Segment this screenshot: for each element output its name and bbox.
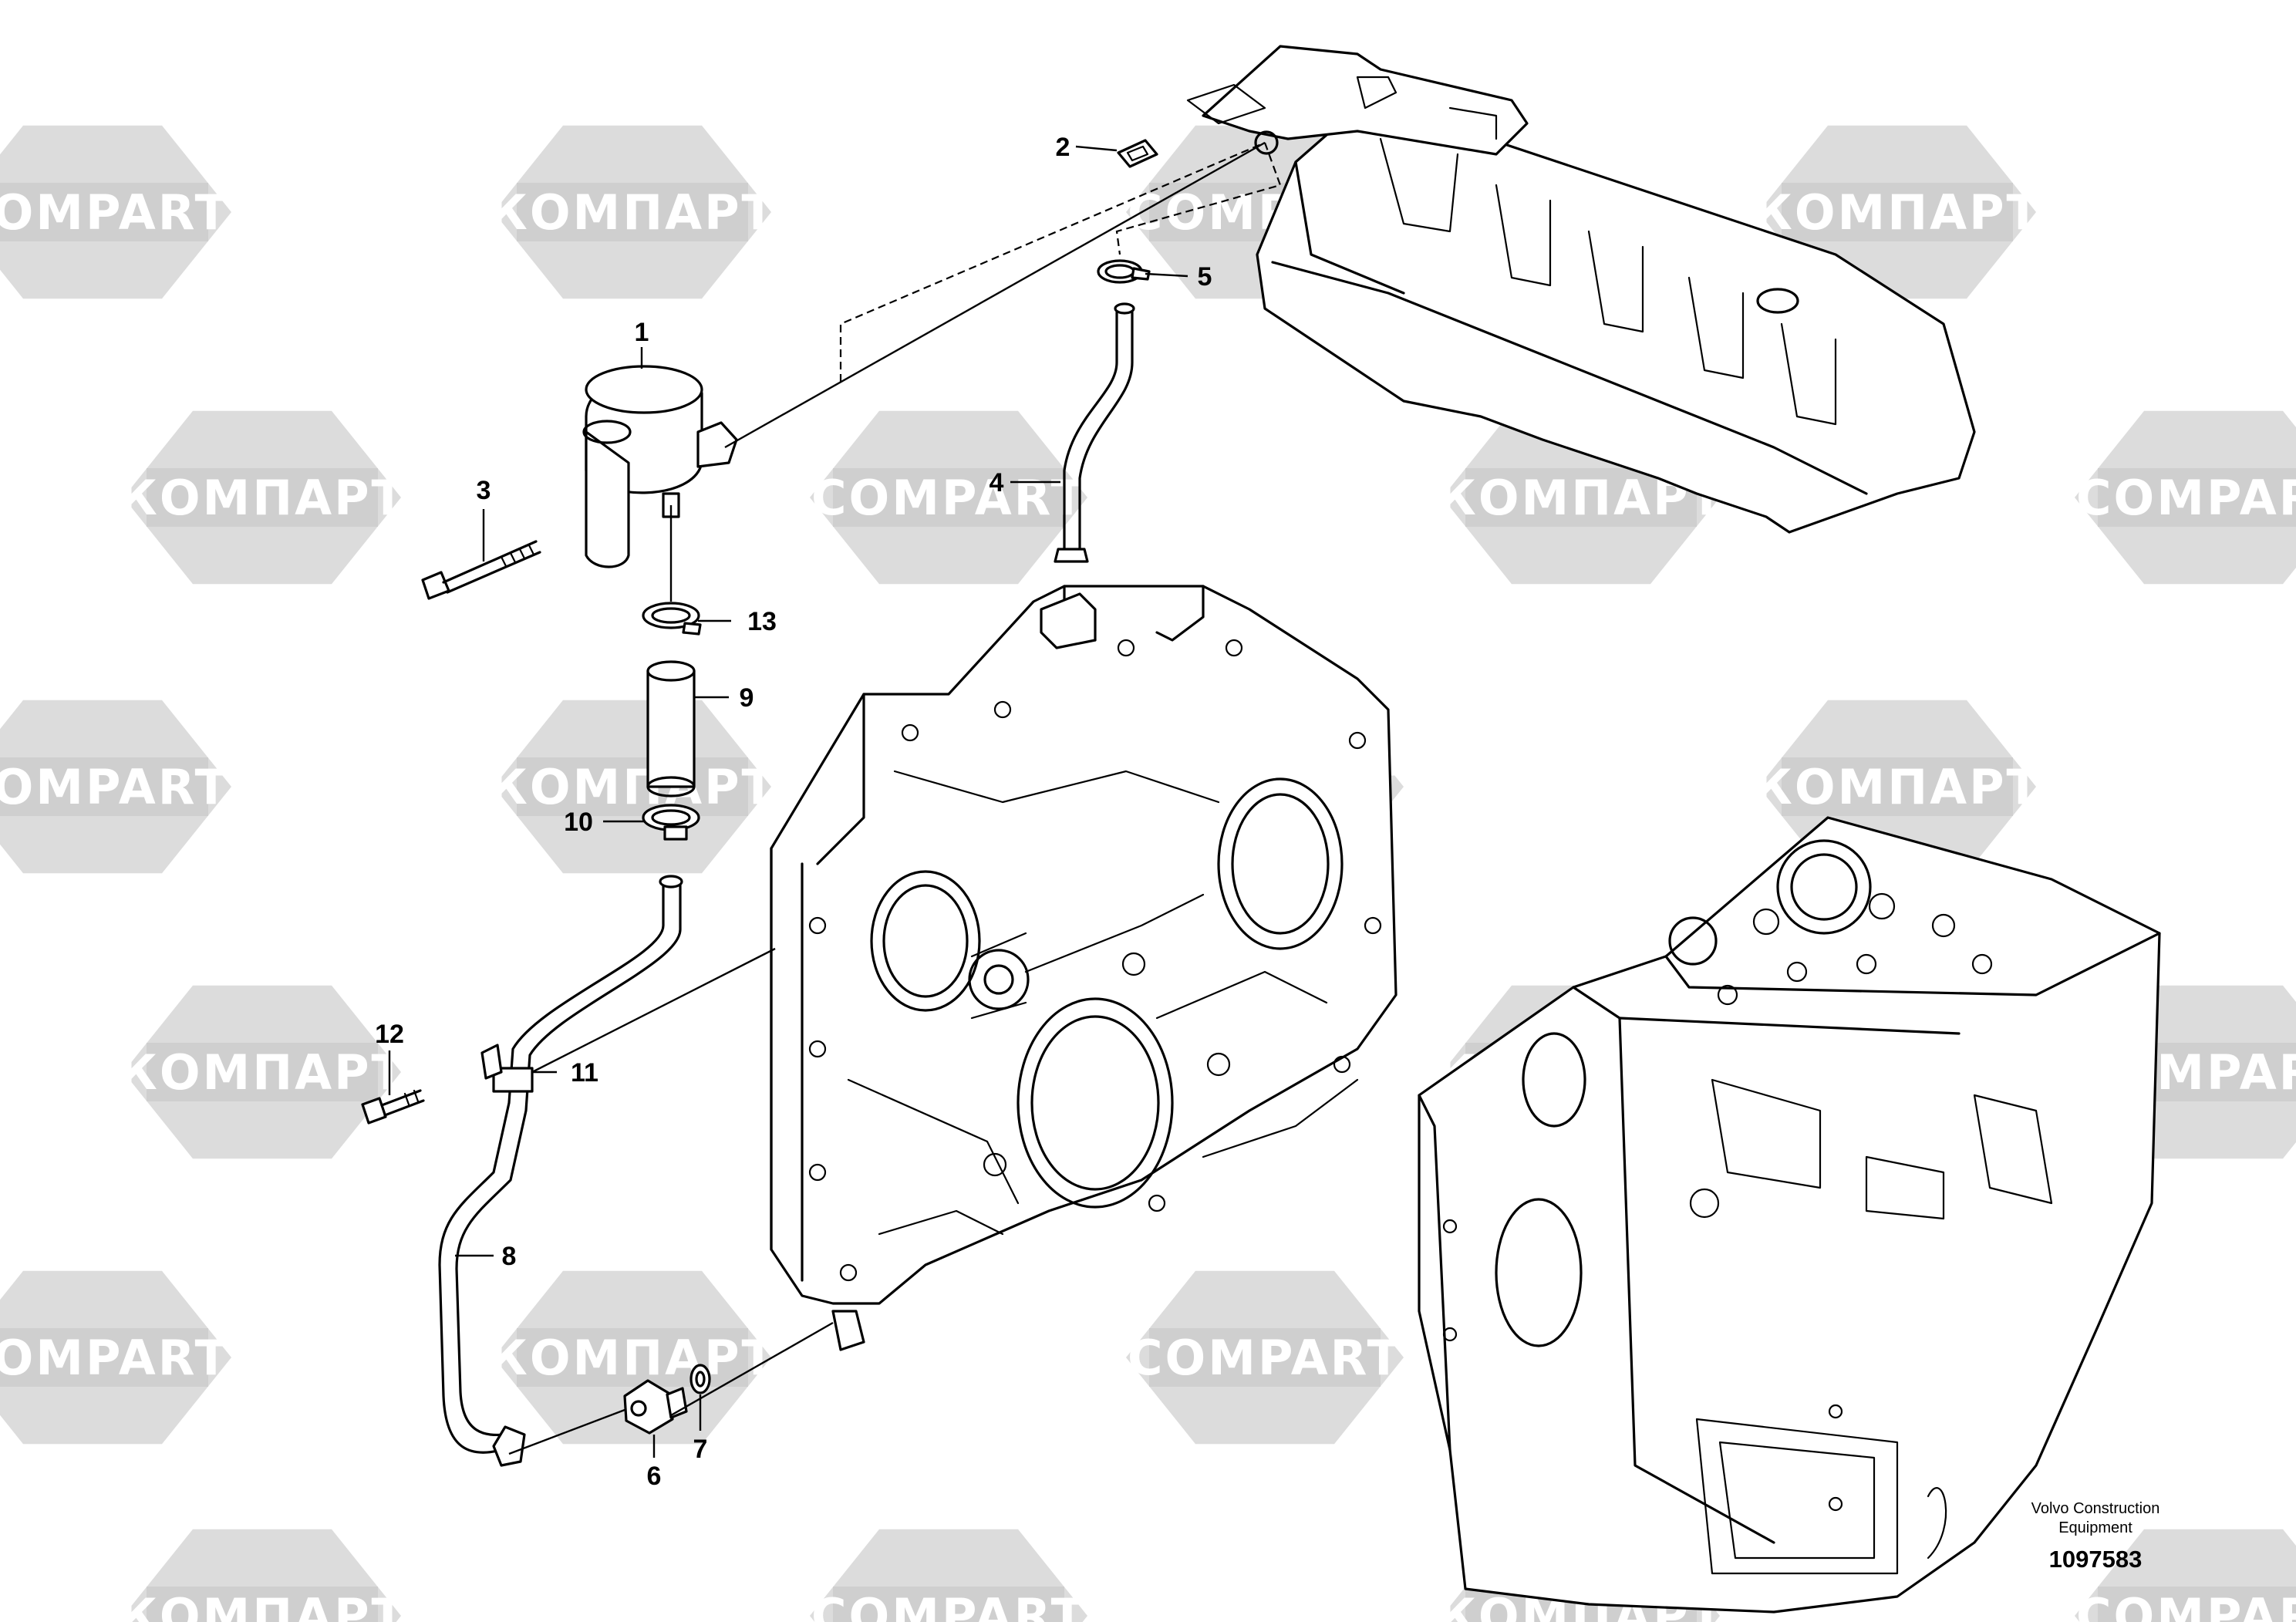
watermark-label: КОМПАРТ (488, 759, 777, 815)
part-1-oil-separator (582, 365, 738, 568)
callout-8: 8 (502, 1242, 517, 1271)
timing-cover (770, 585, 1397, 1351)
watermark-band (517, 757, 748, 816)
callout-5: 5 (1198, 262, 1212, 292)
watermark-mark: COMPART (0, 700, 231, 874)
watermark-label: КОМПАРТ (118, 470, 406, 526)
part-2-gasket (1117, 139, 1158, 168)
watermark-band (517, 183, 748, 241)
watermark-label: COMPART (2076, 470, 2296, 526)
callout-3: 3 (477, 476, 491, 505)
watermark-mark: КОМПАРТ (118, 410, 406, 585)
watermark-band (147, 1587, 378, 1622)
part-13-clamp (642, 602, 702, 636)
watermark-mark: КОМПАРТ (488, 125, 777, 299)
watermark-mark: COMPART (810, 1529, 1087, 1622)
watermark-label: КОМПАРТ (488, 184, 777, 241)
watermark-label: КОМПАРТ (1753, 759, 2041, 815)
maker-line-1: Volvo Construction (2031, 1500, 2160, 1517)
watermark-mark: КОМПАРТ (1753, 700, 2041, 874)
part-12-bolt (361, 1089, 425, 1125)
watermark-band (833, 1587, 1064, 1622)
part-7-washer (689, 1364, 711, 1394)
watermark-mark: КОМПАРТ (488, 1270, 777, 1445)
callout-13: 13 (747, 607, 777, 636)
doc-number: 1097583 (2049, 1546, 2143, 1573)
callout-1: 1 (635, 318, 649, 347)
watermark-band (147, 1043, 378, 1101)
watermark-band (147, 468, 378, 527)
watermark-band (0, 183, 208, 241)
watermark-label: COMPART (0, 759, 230, 815)
part-11-clip (480, 1044, 534, 1093)
watermark-mark: COMPART (810, 410, 1087, 585)
footer: Volvo Construction Equipment 1097583 (2031, 1500, 2160, 1573)
watermark-mark: COMPART (2075, 1529, 2296, 1622)
assembly-lines (508, 141, 1282, 1455)
part-9-hose (646, 660, 696, 798)
watermark-band (1149, 1328, 1381, 1387)
callout-7: 7 (693, 1435, 708, 1464)
callout-9: 9 (740, 683, 754, 713)
callout-6: 6 (647, 1462, 662, 1491)
watermark-label: COMPART (2076, 1588, 2296, 1622)
part-3-bolt (421, 540, 541, 600)
watermark-label: COMPART (811, 470, 1086, 526)
callout-12: 12 (375, 1020, 404, 1049)
watermark-band (2098, 468, 2296, 527)
callout-2: 2 (1056, 133, 1070, 162)
watermark-label: КОМПАРТ (118, 1588, 406, 1622)
callout-11: 11 (571, 1058, 598, 1088)
part-4-pipe (1054, 302, 1135, 563)
callout-4: 4 (990, 468, 1004, 497)
watermark-mark: COMPART (0, 1270, 231, 1445)
watermark-band (1782, 183, 2013, 241)
maker-line-2: Equipment (2058, 1519, 2132, 1536)
watermark-mark: COMPART (0, 125, 231, 299)
watermark-label: КОМПАРТ (488, 1330, 777, 1386)
engine-block (1418, 816, 2161, 1614)
watermark-label: COMPART (811, 1588, 1086, 1622)
watermark-label: КОМПАРТ (118, 1044, 406, 1101)
watermark-mark: КОМПАРТ (118, 985, 406, 1159)
watermark-band (0, 1328, 208, 1387)
watermark-band (833, 468, 1064, 527)
callouts: 1 2 3 4 5 6 7 8 9 10 11 12 13 (375, 133, 1212, 1491)
callout-10: 10 (564, 808, 593, 837)
watermark-label: COMPART (0, 1330, 230, 1386)
part-5-clamp (1097, 259, 1151, 284)
watermark-mark: КОМПАРТ (488, 700, 777, 874)
part-10-clamp (642, 804, 700, 841)
valve-cover (1186, 45, 1976, 534)
watermark-mark: COMPART (2075, 410, 2296, 585)
watermark-mark: COMPART (1126, 1270, 1404, 1445)
watermark-band (1782, 757, 2013, 816)
watermark-band (0, 757, 208, 816)
watermark-label: КОМПАРТ (1753, 184, 2041, 241)
watermark-label: COMPART (0, 184, 230, 241)
part-8-drain-pipe (438, 875, 683, 1467)
watermark-mark: КОМПАРТ (118, 1529, 406, 1622)
watermark-band (2098, 1587, 2296, 1622)
watermark-label: COMPART (1128, 1330, 1402, 1386)
